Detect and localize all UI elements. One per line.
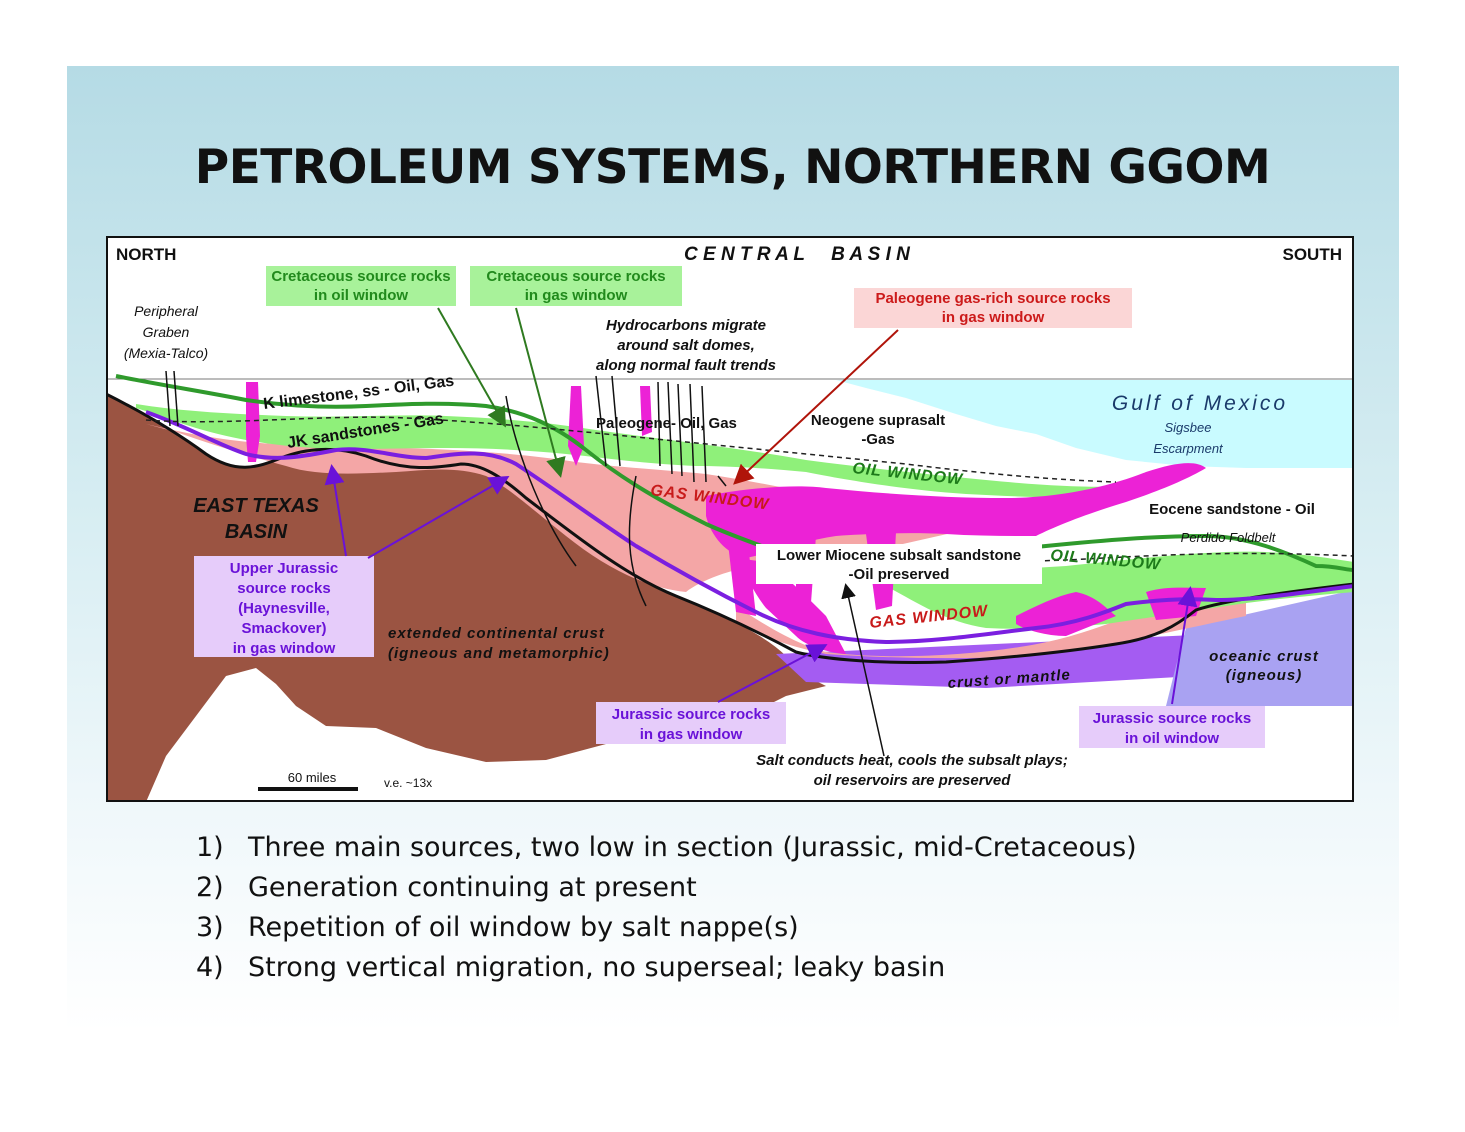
jurassic-source-line: [145, 410, 1354, 645]
cross-section-svg: NORTH SOUTH C E N T R A L B A S I N Cret…: [106, 236, 1354, 802]
label-cretaceous-gas-2: in gas window: [525, 287, 628, 304]
salt-dome-3: [640, 386, 652, 436]
box-jurassic-gas: [596, 702, 786, 744]
box-cretaceous-oil: [266, 266, 456, 306]
label-jurassic-oil-2: in oil window: [1125, 730, 1219, 747]
box-paleogene: [854, 288, 1132, 328]
gulf-sea: [836, 380, 1354, 468]
label-peripheral-3: (Mexia-Talco): [124, 345, 208, 361]
label-upper-jurassic-3: (Haynesville,: [238, 600, 330, 617]
arrow-salt-heat: [841, 583, 885, 757]
label-salt-heat-2: oil reservoirs are preserved: [814, 772, 1012, 789]
label-lower-miocene-2: -Oil preserved: [849, 566, 950, 583]
box-cretaceous-gas: [470, 266, 682, 306]
label-scale: 60 miles: [288, 770, 337, 785]
label-upper-jurassic-2: source rocks: [237, 580, 330, 597]
label-neogene-2: -Gas: [861, 431, 894, 448]
label-cretaceous-gas-1: Cretaceous source rocks: [486, 268, 665, 285]
box-lower-miocene: [756, 544, 1042, 584]
summary-list: 1) Three main sources, two low in section…: [196, 828, 1137, 988]
list-item-text: Three main sources, two low in section (…: [248, 832, 1137, 863]
label-extended-crust-2: (igneous and metamorphic): [388, 645, 610, 662]
label-salt-heat-1: Salt conducts heat, cools the subsalt pl…: [756, 752, 1068, 769]
arrow-paleogene: [733, 329, 899, 485]
arrows-purple: [324, 464, 1198, 705]
list-item-number: 3): [196, 912, 224, 943]
label-north: NORTH: [116, 245, 176, 264]
label-extended-crust-1: extended continental crust: [388, 625, 605, 642]
list-item-number: 2): [196, 872, 224, 903]
cross-section-figure: NORTH SOUTH C E N T R A L B A S I N Cret…: [106, 236, 1354, 802]
label-paleogene-2: in gas window: [942, 309, 1045, 326]
oil-window-upper: [136, 404, 1126, 498]
salt-root-2: [1016, 592, 1116, 636]
label-upper-jurassic-4: Smackover): [241, 620, 326, 637]
label-ve: v.e. ~13x: [384, 776, 432, 790]
label-upper-jurassic-1: Upper Jurassic: [230, 560, 338, 577]
label-peripheral-1: Peripheral: [134, 303, 199, 319]
box-upper-jurassic: [194, 556, 374, 657]
list-item-number: 4): [196, 952, 224, 983]
list-item: 2) Generation continuing at present: [196, 868, 1137, 908]
list-item: 1) Three main sources, two low in section…: [196, 828, 1137, 868]
normal-faults: [165, 370, 727, 607]
label-jurassic-gas-1: Jurassic source rocks: [612, 706, 770, 723]
label-peripheral-2: Graben: [143, 324, 190, 340]
label-jurassic-gas-2: in gas window: [640, 726, 743, 743]
label-gulf: Gulf of Mexico: [1112, 392, 1288, 415]
box-oceanic-crust: [1200, 642, 1328, 684]
label-perdido: Perdido Foldbelt: [1181, 530, 1277, 545]
oil-gas-boundary-upper: [145, 416, 1117, 483]
label-south: SOUTH: [1283, 245, 1343, 264]
label-lower-miocene-1: Lower Miocene subsalt sandstone: [777, 547, 1021, 564]
list-item: 3) Repetition of oil window by salt nappe…: [196, 908, 1137, 948]
salt-nappe: [706, 463, 1206, 558]
label-oceanic-1: oceanic crust: [1209, 648, 1319, 665]
label-hydrocarbons-2: around salt domes,: [617, 337, 755, 354]
list-item-text: Generation continuing at present: [248, 872, 697, 903]
label-cretaceous-oil-2: in oil window: [314, 287, 408, 304]
label-neogene-1: Neogene suprasalt: [811, 412, 945, 429]
gas-window-lower: [736, 582, 1246, 659]
list-item: 4) Strong vertical migration, no supersea…: [196, 948, 1137, 988]
arrows-green: [437, 307, 566, 478]
figure-frame: [106, 236, 1354, 802]
crust-gap: [186, 676, 566, 802]
label-sigsbee-2: Escarpment: [1153, 441, 1224, 456]
label-sigsbee-1: Sigsbee: [1165, 420, 1212, 435]
label-hydrocarbons-1: Hydrocarbons migrate: [606, 317, 766, 334]
list-item-text: Strong vertical migration, no superseal;…: [248, 952, 946, 983]
label-hydrocarbons-3: along normal fault trends: [596, 357, 776, 374]
label-cretaceous-oil-1: Cretaceous source rocks: [271, 268, 450, 285]
label-east-texas-1: EAST TEXAS: [193, 495, 319, 517]
label-oceanic-2: (igneous): [1226, 667, 1303, 684]
continental-crust: [106, 394, 826, 802]
list-item-text: Repetition of oil window by salt nappe(s…: [248, 912, 799, 943]
label-paleogene-oil-gas: Paleogene- Oil, Gas: [596, 415, 737, 432]
list-item-number: 1): [196, 832, 224, 863]
box-jurassic-oil: [1079, 706, 1265, 748]
slide-title: PETROLEUM SYSTEMS, NORTHERN GGOM: [194, 140, 1271, 195]
crust-or-mantle: [776, 634, 1216, 688]
label-jurassic-oil-1: Jurassic source rocks: [1093, 710, 1251, 727]
label-paleogene-1: Paleogene gas-rich source rocks: [875, 290, 1110, 307]
label-upper-jurassic-5: in gas window: [233, 640, 336, 657]
label-east-texas-2: BASIN: [225, 521, 288, 543]
label-eocene: Eocene sandstone - Oil: [1149, 501, 1315, 518]
salt-wall-left: [726, 526, 756, 616]
label-central-basin: C E N T R A L B A S I N: [684, 244, 911, 265]
